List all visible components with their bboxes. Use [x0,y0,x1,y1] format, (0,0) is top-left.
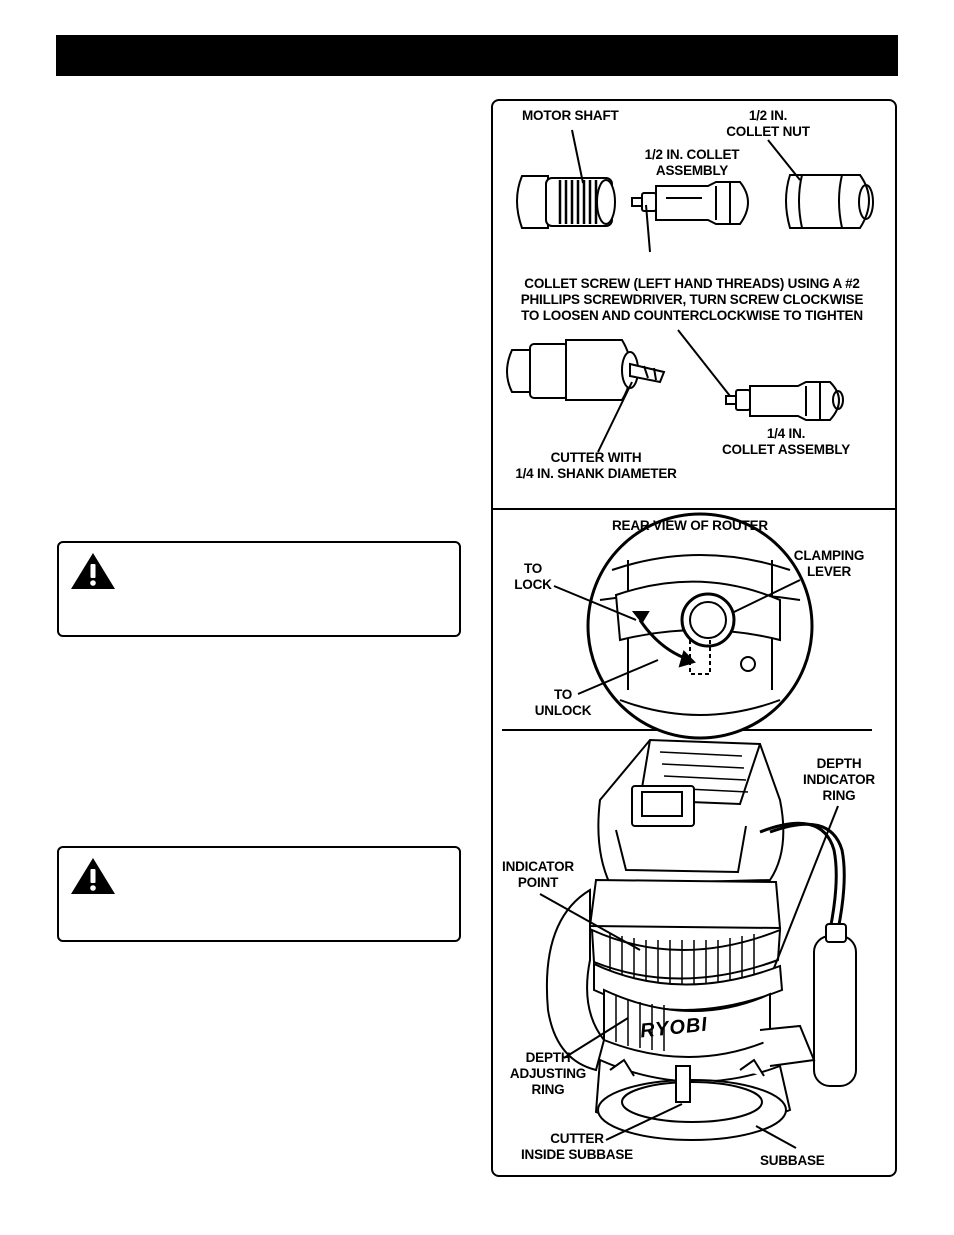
rear-view-drawing [586,512,814,740]
label-line: CUTTER [550,1131,604,1146]
label-line: POINT [517,875,559,890]
label-collet-nut: 1/2 IN. COLLET NUT [722,108,814,140]
leader-depth-indicator-ring [773,805,839,969]
leader-subbase [755,1125,797,1149]
label-to-lock: TO LOCK [512,561,554,593]
panel-divider [492,508,896,510]
motor-shaft-drawing [516,175,616,229]
label-line: DEPTH [525,1050,571,1065]
quarter-inch-collet-drawing [725,381,844,421]
label-line: LOCK [514,577,552,592]
label-line: 1/2 IN. [748,108,788,123]
label-line: INDICATOR [803,772,875,787]
section-header-bar [56,35,898,76]
warning-triangle-icon [71,858,115,894]
leader-cutter-inside-subbase [605,1103,683,1141]
label-depth-adjusting-ring: DEPTH ADJUSTING RING [506,1050,590,1098]
label-line: PHILLIPS SCREWDRIVER, TURN SCREW CLOCKWI… [520,292,864,307]
label-subbase: SUBBASE [760,1153,825,1168]
label-line: INSIDE SUBBASE [521,1147,633,1162]
label-line: UNLOCK [534,703,592,718]
label-cutter-inside-subbase: CUTTER INSIDE SUBBASE [518,1131,636,1163]
leader-clamping-lever [733,579,801,613]
label-half-inch-collet-assembly: 1/2 IN. COLLET ASSEMBLY [636,147,748,179]
label-line: RING [531,1082,565,1097]
warning-triangle-icon [71,553,115,589]
label-line: COLLET ASSEMBLY [721,442,850,457]
router-drawing [545,738,857,1141]
label-line: ASSEMBLY [655,163,729,178]
leader-quarter-collet [677,329,731,397]
label-line: TO [523,561,543,576]
leader-collet-nut [767,139,801,181]
leader-depth-adjusting-ring [563,1017,629,1059]
label-line: CUTTER WITH [550,450,642,465]
label-line: COLLET SCREW (LEFT HAND THREADS) USING A… [524,276,860,291]
label-collet-screw: COLLET SCREW (LEFT HAND THREADS) USING A… [508,276,876,324]
leader-indicator-point [539,893,641,951]
label-line: TO LOOSEN AND COUNTERCLOCKWISE TO TIGHTE… [521,308,863,323]
label-quarter-inch-collet-assembly: 1/4 IN. COLLET ASSEMBLY [718,426,854,458]
label-line: 1/2 IN. COLLET [644,147,740,162]
half-inch-collet-drawing [631,181,749,225]
label-line: 1/4 IN. SHANK DIAMETER [515,466,677,481]
label-depth-indicator-ring: DEPTH INDICATOR RING [800,756,878,804]
label-to-unlock: TO UNLOCK [532,687,594,719]
leader-to-unlock [577,659,659,695]
label-line: COLLET NUT [726,124,810,139]
leader-cutter [597,381,633,453]
label-clamping-lever: CLAMPING LEVER [790,548,868,580]
label-motor-shaft: MOTOR SHAFT [522,108,619,123]
label-indicator-point: INDICATOR POINT [498,859,578,891]
label-line: INDICATOR [502,859,574,874]
warning-box-2 [57,846,461,942]
label-line: TO [553,687,573,702]
label-line: LEVER [806,564,851,579]
collet-nut-drawing [785,174,874,229]
label-line: RING [822,788,856,803]
label-rear-view-title: REAR VIEW OF ROUTER [612,518,768,533]
label-line: CLAMPING [793,548,865,563]
figure-panel [491,99,897,1177]
leader-collet-screw [645,204,651,253]
label-line: ADJUSTING [509,1066,587,1081]
label-cutter-shank: CUTTER WITH 1/4 IN. SHANK DIAMETER [508,450,684,482]
label-line: DEPTH [816,756,862,771]
leader-to-lock [553,585,637,621]
leader-motor-shaft [571,129,584,184]
label-line: 1/4 IN. [766,426,806,441]
warning-box-1 [57,541,461,637]
router-brand-logo: RYOBI [639,1013,709,1043]
assembled-shaft-drawing [506,339,666,401]
